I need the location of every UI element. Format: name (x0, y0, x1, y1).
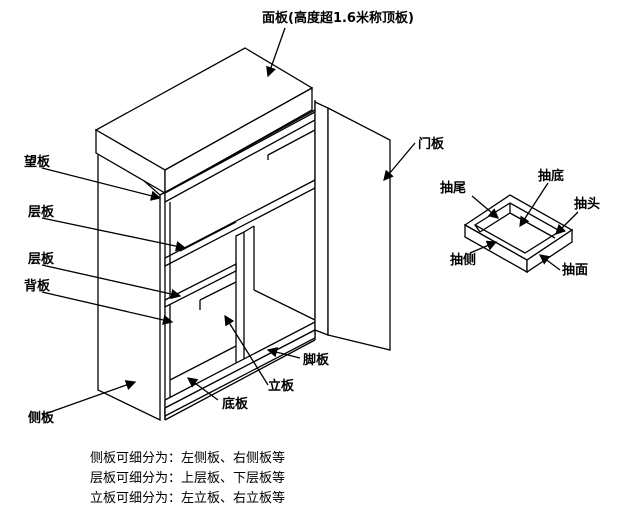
cabinet (94, 47, 391, 422)
door-panel (314, 100, 391, 351)
leader-top-board (266, 27, 286, 78)
leader-drawer-bottom (519, 182, 549, 228)
labels: 面板(高度超1.6米称顶板) 望板 层板 层板 背板 侧板 底板 立板 脚板 门… (24, 10, 600, 426)
label-drawer-head: 抽头 (574, 196, 600, 212)
note-line-3: 立板可细分为：左立板、右立板等 (90, 490, 285, 506)
leader-bottom-board (186, 377, 219, 401)
label-drawer-tail: 抽尾 (440, 180, 466, 196)
label-side-panel: 侧板 (28, 410, 55, 426)
label-drawer-bottom: 抽底 (538, 168, 564, 184)
leader-drawer-tail (471, 195, 499, 219)
leader-back-panel (41, 291, 174, 326)
leader-divider (224, 314, 269, 386)
leader-apron (41, 167, 162, 201)
leader-lines (41, 27, 579, 416)
label-top-board: 面板(高度超1.6米称顶板) (262, 10, 414, 26)
label-shelf: 层板 (28, 204, 55, 220)
leader-drawer-face (538, 254, 561, 271)
top-board (94, 47, 314, 195)
label-divider: 立板 (268, 378, 295, 394)
notes: 侧板可细分为：左侧板、右侧板等 层板可细分为：上层板、下层板等 立板可细分为：左… (90, 450, 285, 506)
leader-door (383, 142, 416, 181)
label-door: 门板 (418, 136, 445, 152)
leader-lower-shelf (41, 264, 182, 300)
leader-side-panel (41, 380, 137, 416)
note-line-1: 侧板可细分为：左侧板、右侧板等 (90, 450, 285, 466)
label-lower-shelf: 层板 (28, 251, 55, 267)
label-drawer-face: 抽面 (562, 262, 588, 278)
leader-kick-board (266, 347, 301, 359)
vertical-divider (235, 225, 255, 366)
leader-shelf (41, 217, 187, 252)
label-bottom-board: 底板 (222, 396, 249, 412)
leader-drawer-side (469, 240, 498, 254)
label-drawer-side: 抽侧 (450, 252, 476, 268)
note-line-2: 层板可细分为：上层板、下层板等 (90, 470, 285, 486)
label-apron: 望板 (24, 154, 51, 170)
label-kick-board: 脚板 (303, 352, 330, 368)
label-back-panel: 背板 (24, 278, 51, 294)
lower-shelf (164, 262, 237, 309)
leader-drawer-head (555, 211, 579, 235)
